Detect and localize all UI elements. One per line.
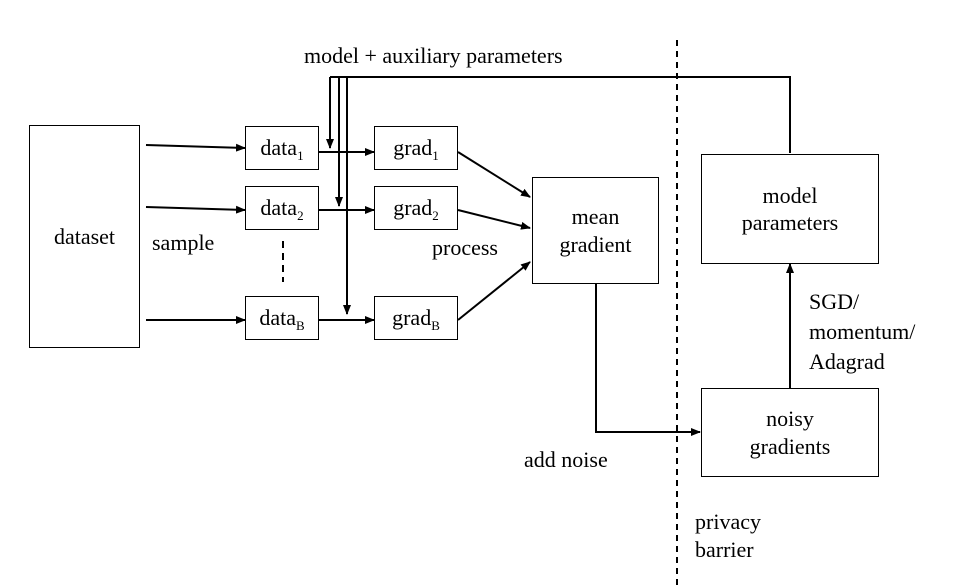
data1-label: data1 (260, 135, 304, 164)
dataset-label: dataset (53, 223, 116, 249)
model-parameters-label: model parameters (741, 182, 839, 236)
add-noise-label: add noise (524, 447, 608, 472)
arrow-grad2-to-mean (457, 209, 531, 230)
noisy-gradients-box: noisy gradients (701, 388, 879, 477)
dataB-label: dataB (259, 305, 305, 334)
arrow-dataset-to-data1 (145, 143, 246, 152)
top-label: model + auxiliary parameters (304, 43, 563, 68)
data2-box: data2 (245, 186, 319, 230)
model-parameters-box: model parameters (701, 154, 879, 264)
mean-gradient-box: mean gradient (532, 177, 659, 284)
data2-label: data2 (260, 195, 304, 224)
arrow-dataset-to-data2 (145, 205, 246, 214)
privacy-barrier-label: privacy barrier (695, 509, 761, 562)
dataB-box: dataB (245, 296, 319, 340)
arrow-mean-to-noisy (595, 283, 701, 436)
gradB-box: gradB (374, 296, 458, 340)
grad1-box: grad1 (374, 126, 458, 170)
noisy-gradients-label: noisy gradients (749, 406, 831, 459)
gradB-label: gradB (392, 305, 440, 334)
grad2-label: grad2 (393, 195, 439, 224)
grad1-label: grad1 (393, 135, 439, 164)
arrow-grad1-to-mean (457, 151, 531, 198)
optimizer-label: SGD/ momentum/ Adagrad (809, 289, 916, 374)
mean-gradient-label: mean gradient (559, 204, 632, 257)
dataset-box: dataset (29, 125, 140, 348)
grad2-box: grad2 (374, 186, 458, 230)
sample-label: sample (152, 230, 215, 255)
process-label: process (432, 235, 498, 260)
data1-box: data1 (245, 126, 319, 170)
feedback-line (330, 76, 791, 153)
arrow-gradB-to-mean (457, 261, 531, 321)
